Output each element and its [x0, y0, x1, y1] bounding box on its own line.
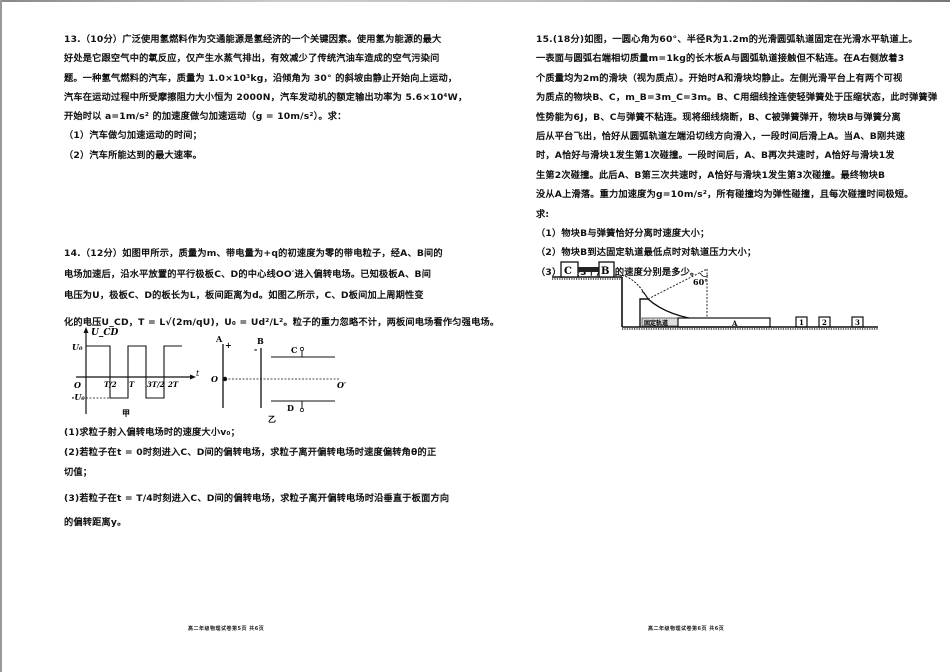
q14-subquestions: (1)求粒子射入偏转电场时的速度大小v₀； (2)若粒子在t = 0时刻进入C、…	[64, 423, 450, 533]
slider-1-label: 1	[799, 318, 804, 327]
caption-yi: 乙	[268, 414, 276, 424]
left-page-footer: 高二年级物理试卷第5页 共6页	[188, 626, 265, 632]
x-axis-label: t	[196, 369, 200, 378]
left-page: 13.（10分）广泛使用氢燃料作为交通能源是氢经济的一个关键因素。使用氢为能源的…	[64, 30, 468, 165]
q14-sub: (3)若粒子在t = T/4时刻进入C、D间的偏转电场，求粒子离开偏转电场时沿垂…	[64, 493, 450, 504]
q15-line: 15.(18分)如图，一圆心角为60°、半径R为1.2m的光滑圆弧轨道固定在光滑…	[536, 34, 918, 45]
q15-sub: （1）物块B与弹簧恰好分离时速度大小；	[536, 228, 710, 240]
right-page-footer: 高二年级物理试卷第6页 共6页	[648, 626, 725, 632]
angle-label: 60°	[693, 277, 708, 287]
slider-3-label: 3	[855, 318, 860, 327]
q14-sub: (2)若粒子在t = 0时刻进入C、D间的偏转电场，求粒子离开偏转电场时速度偏转…	[64, 447, 437, 458]
q14-line: 14.（12分）如图甲所示，质量为m、带电量为+q的初速度为零的带电粒子，经A、…	[64, 248, 443, 259]
question-13: 13.（10分）广泛使用氢燃料作为交通能源是氢经济的一个关键因素。使用氢为能源的…	[64, 30, 468, 165]
q15-line: 为质点的物块B、C，m_B=3m_C=3m。B、C用细线拴连使轻弹簧处于压缩状态…	[536, 92, 938, 104]
question-14: 14.（12分）如图甲所示，质量为m、带电量为+q的初速度为零的带电粒子，经A、…	[64, 243, 500, 333]
plate-d-label: D	[287, 403, 294, 413]
q14-sub: 切值；	[64, 467, 93, 478]
plate-c-label: C	[291, 345, 297, 355]
q15-line: 没从A上滑落。重力加速度为g=10m/s²，所有碰撞均为弹性碰撞，且每次碰撞时间…	[536, 189, 914, 201]
y-axis-label: U_CD	[91, 328, 119, 338]
q15-line: 时，A恰好与滑块1发生第1次碰撞。一段时间后，A、B再次共速时，A恰好与滑块1发	[536, 150, 895, 162]
q15-line: 生第2次碰撞。此后A、B第三次共速时，A恰好与滑块1发生第3次碰撞。最终物块B	[536, 169, 886, 181]
tick-t-half: T/2	[104, 380, 117, 389]
board-a-label: A	[731, 319, 738, 328]
q15-sub: （2）物块B到达固定轨道最低点时对轨道压力大小；	[536, 247, 757, 259]
q14-sub: 的偏转距离y。	[64, 517, 127, 528]
point-o: O	[211, 374, 218, 384]
scan-edge-left	[0, 0, 2, 672]
q14-line: 化的电压U_CD，T = L√(2m/qU)，U₀ = Ud²/L²。粒子的重力…	[64, 317, 500, 328]
q13-line: 好处是它跟空气中的氧反应，仅产生水蒸气排出，有效减少了传统汽油车造成的空气污染问	[64, 53, 440, 65]
level-minus-u0: -U₀	[72, 392, 85, 402]
plate-a-label: A	[215, 334, 223, 344]
block-c-label: C	[564, 266, 572, 277]
q15-line: 一表面与圆弧右端相切质量m=1kg的长木板A与圆弧轨道接触但不粘连。在A右侧放着…	[536, 53, 905, 65]
scan-edge-top	[0, 0, 950, 2]
q13-line: 13.（10分）广泛使用氢燃料作为交通能源是氢经济的一个关键因素。使用氢为能源的…	[64, 34, 442, 45]
figure-yi-plates: A + B - C D O O′ 乙	[211, 334, 347, 424]
q15-line: 后从平台飞出，恰好从圆弧轨道左端沿切线方向滑入，一段时间后滑上A。当A、B刚共速	[536, 131, 906, 143]
figure-q15-track: C B 固定轨道 60° A 1 2 3	[552, 261, 878, 330]
q13-sub: （2）汽车所能达到的最大速率。	[64, 149, 203, 161]
plate-b-label: B	[257, 336, 264, 346]
q13-line: 开始时以 a=1m/s² 的加速度做匀加速运动（g = 10m/s²）。求：	[64, 111, 347, 123]
block-b-label: B	[601, 266, 609, 277]
plate-b-sign: -	[254, 344, 257, 354]
q15-sub: （3）最终3个滑块的速度分别是多少。	[536, 266, 700, 278]
q15-line: 性势能为6J，B、C与弹簧不粘连。现将细线烧断，B、C被弹簧弹开，物块B与弹簧分…	[536, 111, 901, 123]
q14-sub: (1)求粒子射入偏转电场时的速度大小v₀；	[64, 427, 241, 438]
q13-line: 汽车在运动过程中所受摩擦阻力大小恒为 2000N，汽车发动机的额定输出功率为 5…	[64, 91, 468, 103]
fixed-track-label: 固定轨道	[644, 319, 668, 327]
tick-t: T	[129, 380, 135, 389]
question-15: 15.(18分)如图，一圆心角为60°、半径R为1.2m的光滑圆弧轨道固定在光滑…	[536, 30, 938, 282]
q13-line: 题。一种氢气燃料的汽车，质量为 1.0×10³kg，沿倾角为 30° 的斜坡由静…	[64, 72, 458, 84]
q15-line: 求:	[536, 208, 550, 220]
plate-a-sign: +	[225, 340, 232, 350]
slider-2-label: 2	[822, 318, 827, 327]
figure-jia-voltage-graph: U_CD t U₀ -U₀ O T/2 T 3T/2 2T 甲	[72, 327, 200, 418]
origin-label: O	[74, 380, 81, 390]
q15-line: 个质量均为2m的滑块（视为质点）。开始时A和滑块均静止。左侧光滑平台上有两个可视	[536, 72, 903, 84]
q14-line: 电压为U，极板C、D的板长为L，板间距离为d。如图乙所示，C、D板间加上周期性变	[64, 290, 424, 301]
level-u0: U₀	[72, 342, 83, 352]
point-o-prime: O′	[337, 380, 347, 390]
caption-jia: 甲	[122, 408, 130, 418]
q13-sub: （1）汽车做匀加速运动的时间；	[64, 130, 203, 142]
q14-line: 电场加速后，沿水平放置的平行极板C、D的中心线OO′进入偏转电场。已知极板A、B…	[64, 269, 432, 280]
tick-2t: 2T	[167, 380, 179, 389]
tick-3t-half: 3T/2	[147, 380, 165, 389]
